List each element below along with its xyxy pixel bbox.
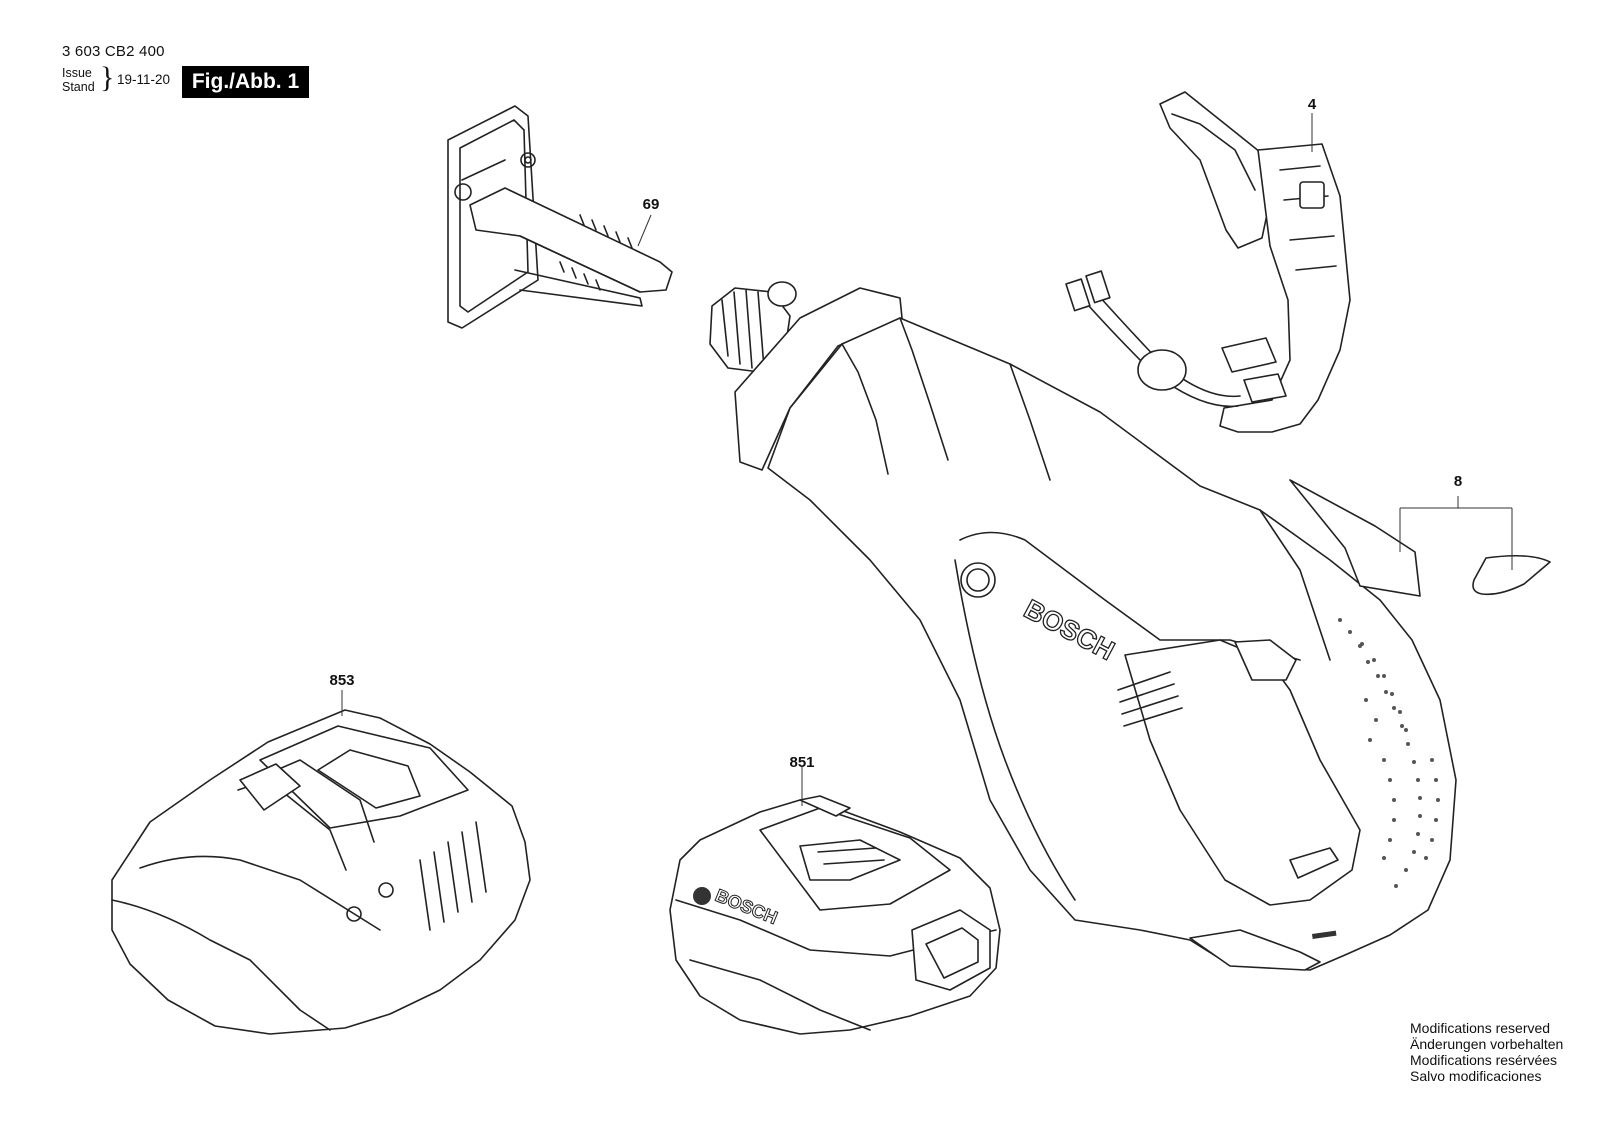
- part-69-holder[interactable]: [447, 105, 673, 329]
- callout-853: 853: [329, 672, 355, 689]
- issue-date: 19-11-20: [117, 72, 171, 87]
- stand-label: Stand: [62, 80, 95, 94]
- note-line: Modifications reserved: [1410, 1020, 1551, 1036]
- part-number: 3 603 CB2 400: [62, 43, 165, 60]
- part-4-switch[interactable]: [1065, 91, 1351, 433]
- callout-69: 69: [642, 196, 660, 213]
- saw-body[interactable]: [709, 281, 1457, 971]
- note-line: Salvo modificaciones: [1410, 1068, 1542, 1084]
- callout-4: 4: [1307, 96, 1317, 113]
- note-line: Modifications resérvées: [1410, 1052, 1558, 1068]
- part-851-battery[interactable]: [669, 795, 1001, 1035]
- part-8-labels[interactable]: [1289, 479, 1551, 597]
- brace-glyph: }: [100, 61, 115, 94]
- issue-label: Issue: [62, 66, 92, 80]
- issue-stand-labels: Issue Stand: [62, 66, 95, 94]
- callout-8: 8: [1453, 473, 1463, 490]
- modifications-notes: Modifications reserved Änderungen vorbeh…: [1410, 1020, 1563, 1084]
- leader-8: [1399, 496, 1513, 570]
- note-line: Änderungen vorbehalten: [1410, 1036, 1564, 1052]
- callout-851: 851: [789, 754, 815, 771]
- part-853-charger[interactable]: [111, 709, 531, 1035]
- leader-69: [637, 214, 652, 247]
- figure-badge: Fig./Abb. 1: [182, 66, 309, 98]
